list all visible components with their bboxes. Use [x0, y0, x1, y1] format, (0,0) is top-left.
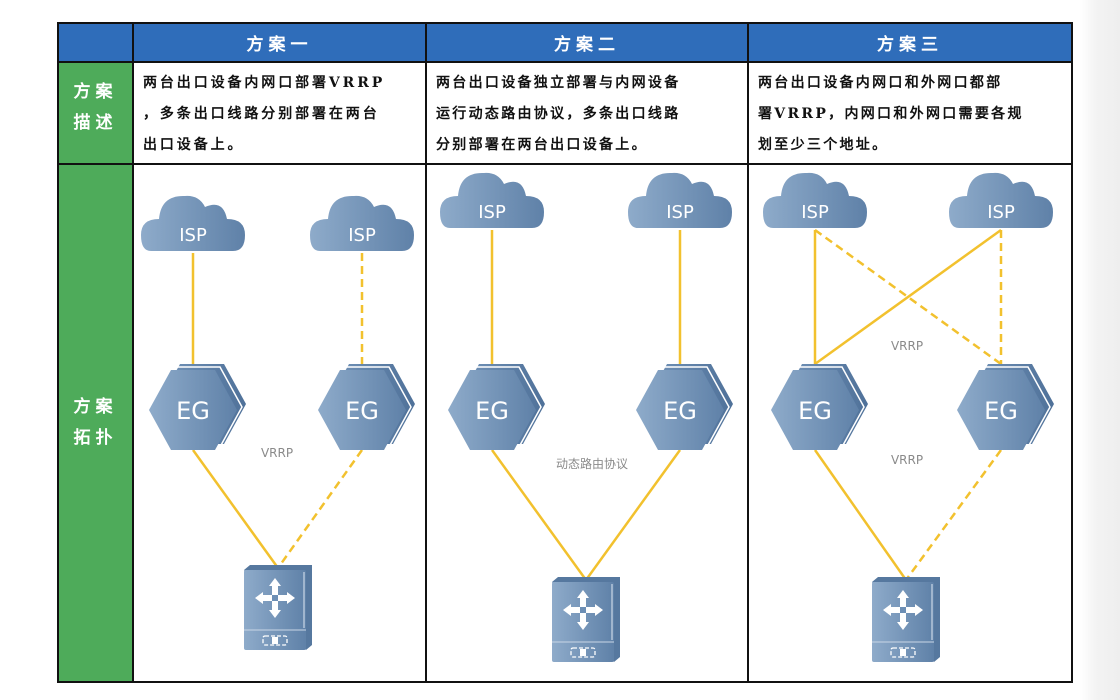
- cloud-node: ISP: [310, 195, 414, 251]
- cloud-icon: [763, 172, 867, 228]
- cloud-icon: [310, 195, 414, 251]
- switch-stack-center: [272, 637, 278, 644]
- gateway-icon: [771, 370, 859, 450]
- gateway-node: EG: [957, 364, 1054, 450]
- protocol-annotation: VRRP: [891, 453, 923, 467]
- description-plan-3: 两台出口设备内网口和外网口都部 署VRRP，内网口和外网口需要各规 划至少三个地…: [748, 62, 1072, 164]
- row-label-description: 方案 描述: [58, 62, 133, 164]
- description-line: 运行动态路由协议，多条出口线路: [436, 106, 681, 122]
- table-border-top: [58, 22, 1073, 24]
- switch-stack-icon: [890, 647, 916, 658]
- gateway-label: EG: [798, 397, 832, 425]
- switch-arrows-center: [272, 595, 278, 601]
- switch-stack-icon: [570, 647, 596, 658]
- primary-link-line: [813, 449, 908, 581]
- table-border-right: [1071, 22, 1073, 683]
- row-label-line: 方案: [73, 82, 118, 102]
- cloud-icon: [141, 195, 245, 251]
- cloud-node: ISP: [949, 172, 1053, 228]
- gateway-icon: [318, 370, 406, 450]
- cloud-node: ISP: [141, 195, 245, 251]
- protocol-annotation: VRRP: [261, 446, 293, 460]
- table-border-bottom: [58, 681, 1073, 683]
- description-line: 署VRRP，内网口和外网口需要各规: [758, 106, 1024, 122]
- gateway-label: EG: [176, 397, 210, 425]
- isp-label: ISP: [666, 202, 694, 223]
- header-plan-1: 方案一: [133, 23, 426, 62]
- cloud-node: ISP: [440, 172, 544, 228]
- switch-stack-center: [900, 649, 906, 656]
- cloud-icon: [949, 172, 1053, 228]
- protocol-annotation: 动态路由协议: [556, 456, 628, 471]
- gateway-icon: [636, 370, 724, 450]
- gateway-icon: [957, 370, 1045, 450]
- isp-label: ISP: [801, 202, 829, 223]
- gateway-icon: [149, 370, 237, 450]
- table-col-divider-2: [425, 22, 427, 683]
- description-line: 出口设备上。: [143, 137, 245, 153]
- switch-node: [872, 577, 940, 662]
- description-line: 两台出口设备内网口和外网口都部: [758, 75, 1003, 91]
- switch-stack-center: [580, 649, 586, 656]
- gateway-node: EG: [771, 364, 868, 450]
- description-line: 两台出口设备内网口部署VRRP: [143, 75, 386, 91]
- description-line: 分别部署在两台出口设备上。: [436, 137, 648, 153]
- primary-link-line: [814, 228, 1002, 366]
- header-plan-2: 方案二: [426, 23, 748, 62]
- cloud-node: ISP: [628, 172, 732, 228]
- table-border-row: [58, 163, 1073, 165]
- gateway-label: EG: [984, 397, 1018, 425]
- header-corner-cell: [58, 23, 133, 62]
- switch-arrows-center: [580, 607, 586, 613]
- row-label-line: 拓扑: [73, 428, 118, 448]
- description-line: ，多条出口线路分别部署在两台: [143, 106, 380, 122]
- primary-link-line: [490, 449, 588, 581]
- table-border-left: [57, 22, 59, 683]
- switch-node: [244, 565, 312, 650]
- primary-link-line: [584, 449, 682, 581]
- isp-label: ISP: [179, 225, 207, 246]
- cloud-icon: [440, 172, 544, 228]
- gateway-node: EG: [636, 364, 733, 450]
- isp-label: ISP: [987, 202, 1015, 223]
- description-plan-1: 两台出口设备内网口部署VRRP ，多条出口线路分别部署在两台 出口设备上。: [133, 62, 426, 164]
- description-line: 划至少三个地址。: [758, 137, 889, 153]
- isp-label: ISP: [478, 202, 506, 223]
- gateway-label: EG: [345, 397, 379, 425]
- row-label-line: 描述: [73, 113, 118, 133]
- cloud-node: ISP: [763, 172, 867, 228]
- row-label-topology: 方案 拓扑: [58, 164, 133, 682]
- isp-label: ISP: [348, 225, 376, 246]
- description-line: 两台出口设备独立部署与内网设备: [436, 75, 681, 91]
- gateway-icon: [448, 370, 536, 450]
- description-plan-2: 两台出口设备独立部署与内网设备 运行动态路由协议，多条出口线路 分别部署在两台出…: [426, 62, 748, 164]
- backup-link-line: [904, 449, 1003, 581]
- row-label-line: 方案: [73, 397, 118, 417]
- table-col-divider-1: [132, 22, 134, 683]
- table-border-header: [58, 61, 1073, 63]
- gateway-node: EG: [149, 364, 246, 450]
- gateway-node: EG: [448, 364, 545, 450]
- gateway-label: EG: [663, 397, 697, 425]
- backup-link-line: [276, 449, 364, 569]
- switch-node: [552, 577, 620, 662]
- gateway-node: EG: [318, 364, 415, 450]
- header-plan-3: 方案三: [748, 23, 1072, 62]
- page-side-shade: [1080, 0, 1120, 700]
- table-col-divider-3: [747, 22, 749, 683]
- primary-link-line: [191, 449, 280, 569]
- switch-stack-icon: [262, 635, 288, 646]
- switch-arrows-center: [900, 607, 906, 613]
- cloud-icon: [628, 172, 732, 228]
- protocol-annotation: VRRP: [891, 339, 923, 353]
- gateway-label: EG: [475, 397, 509, 425]
